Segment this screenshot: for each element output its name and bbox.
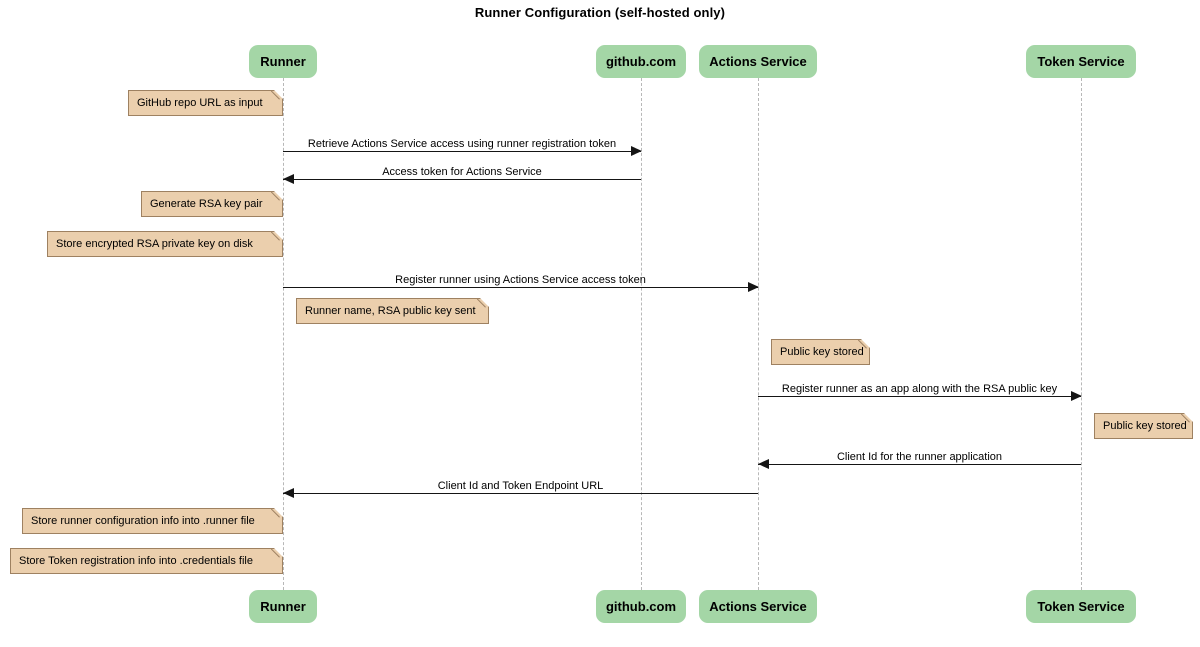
participant-label: Token Service (1037, 54, 1125, 69)
note-store-token-registration: Store Token registration info into .cred… (10, 548, 283, 574)
note-github-repo-url: GitHub repo URL as input (128, 90, 283, 116)
note-fold-edge-icon (271, 548, 283, 560)
message-label: Retrieve Actions Service access using ru… (307, 138, 617, 150)
participant-label: Runner (260, 54, 306, 69)
note-fold-edge-icon (1181, 413, 1193, 425)
arrowhead-right-icon (748, 282, 759, 292)
participant-header-actions[interactable]: Actions Service (699, 45, 817, 78)
note-label: Public key stored (780, 346, 864, 358)
participant-header-token[interactable]: Token Service (1026, 45, 1136, 78)
lifeline-token (1081, 78, 1082, 590)
lifeline-actions (758, 78, 759, 590)
participant-footer-actions[interactable]: Actions Service (699, 590, 817, 623)
note-store-runner-configuration: Store runner configuration info into .ru… (22, 508, 283, 534)
message-line (283, 151, 641, 152)
message-label: Register runner using Actions Service ac… (395, 274, 646, 286)
note-runner-name-rsa-public-key-sent: Runner name, RSA public key sent (296, 298, 489, 324)
note-label: Store Token registration info into .cred… (19, 555, 253, 567)
arrowhead-right-icon (631, 146, 642, 156)
lifeline-github (641, 78, 642, 590)
note-public-key-stored-token: Public key stored (1094, 413, 1193, 439)
note-fold-edge-icon (271, 191, 283, 203)
arrowhead-left-icon (283, 488, 294, 498)
note-label: Public key stored (1103, 420, 1187, 432)
lifeline-runner (283, 78, 284, 590)
note-label: Runner name, RSA public key sent (305, 305, 476, 317)
message-line (758, 396, 1081, 397)
note-public-key-stored-actions: Public key stored (771, 339, 870, 365)
participant-label: github.com (605, 599, 677, 614)
note-label: Store encrypted RSA private key on disk (56, 238, 253, 250)
message-line (283, 493, 758, 494)
participant-footer-github[interactable]: github.com (596, 590, 686, 623)
participant-label: github.com (605, 54, 677, 69)
note-fold-edge-icon (271, 90, 283, 102)
participant-label: Actions Service (709, 54, 807, 69)
note-label: Generate RSA key pair (150, 198, 263, 210)
participant-label: Runner (260, 599, 306, 614)
participant-label: Actions Service (709, 599, 807, 614)
participant-header-runner[interactable]: Runner (249, 45, 317, 78)
message-line (283, 287, 758, 288)
note-label: GitHub repo URL as input (137, 97, 263, 109)
page-title: Runner Configuration (self-hosted only) (474, 5, 726, 20)
note-store-encrypted-rsa-private-key: Store encrypted RSA private key on disk (47, 231, 283, 257)
message-label: Client Id and Token Endpoint URL (437, 480, 604, 492)
message-label: Access token for Actions Service (382, 166, 542, 178)
message-label: Register runner as an app along with the… (781, 383, 1058, 395)
note-label: Store runner configuration info into .ru… (31, 515, 255, 527)
arrowhead-left-icon (758, 459, 769, 469)
participant-label: Token Service (1037, 599, 1125, 614)
arrowhead-right-icon (1071, 391, 1082, 401)
participant-footer-runner[interactable]: Runner (249, 590, 317, 623)
note-fold-edge-icon (271, 508, 283, 520)
participant-header-github[interactable]: github.com (596, 45, 686, 78)
message-line (283, 179, 641, 180)
note-fold-edge-icon (271, 231, 283, 243)
arrowhead-left-icon (283, 174, 294, 184)
message-label: Client Id for the runner application (836, 451, 1003, 463)
note-fold-edge-icon (477, 298, 489, 310)
message-line (758, 464, 1081, 465)
note-fold-edge-icon (858, 339, 870, 351)
note-generate-rsa-key-pair: Generate RSA key pair (141, 191, 283, 217)
participant-footer-token[interactable]: Token Service (1026, 590, 1136, 623)
